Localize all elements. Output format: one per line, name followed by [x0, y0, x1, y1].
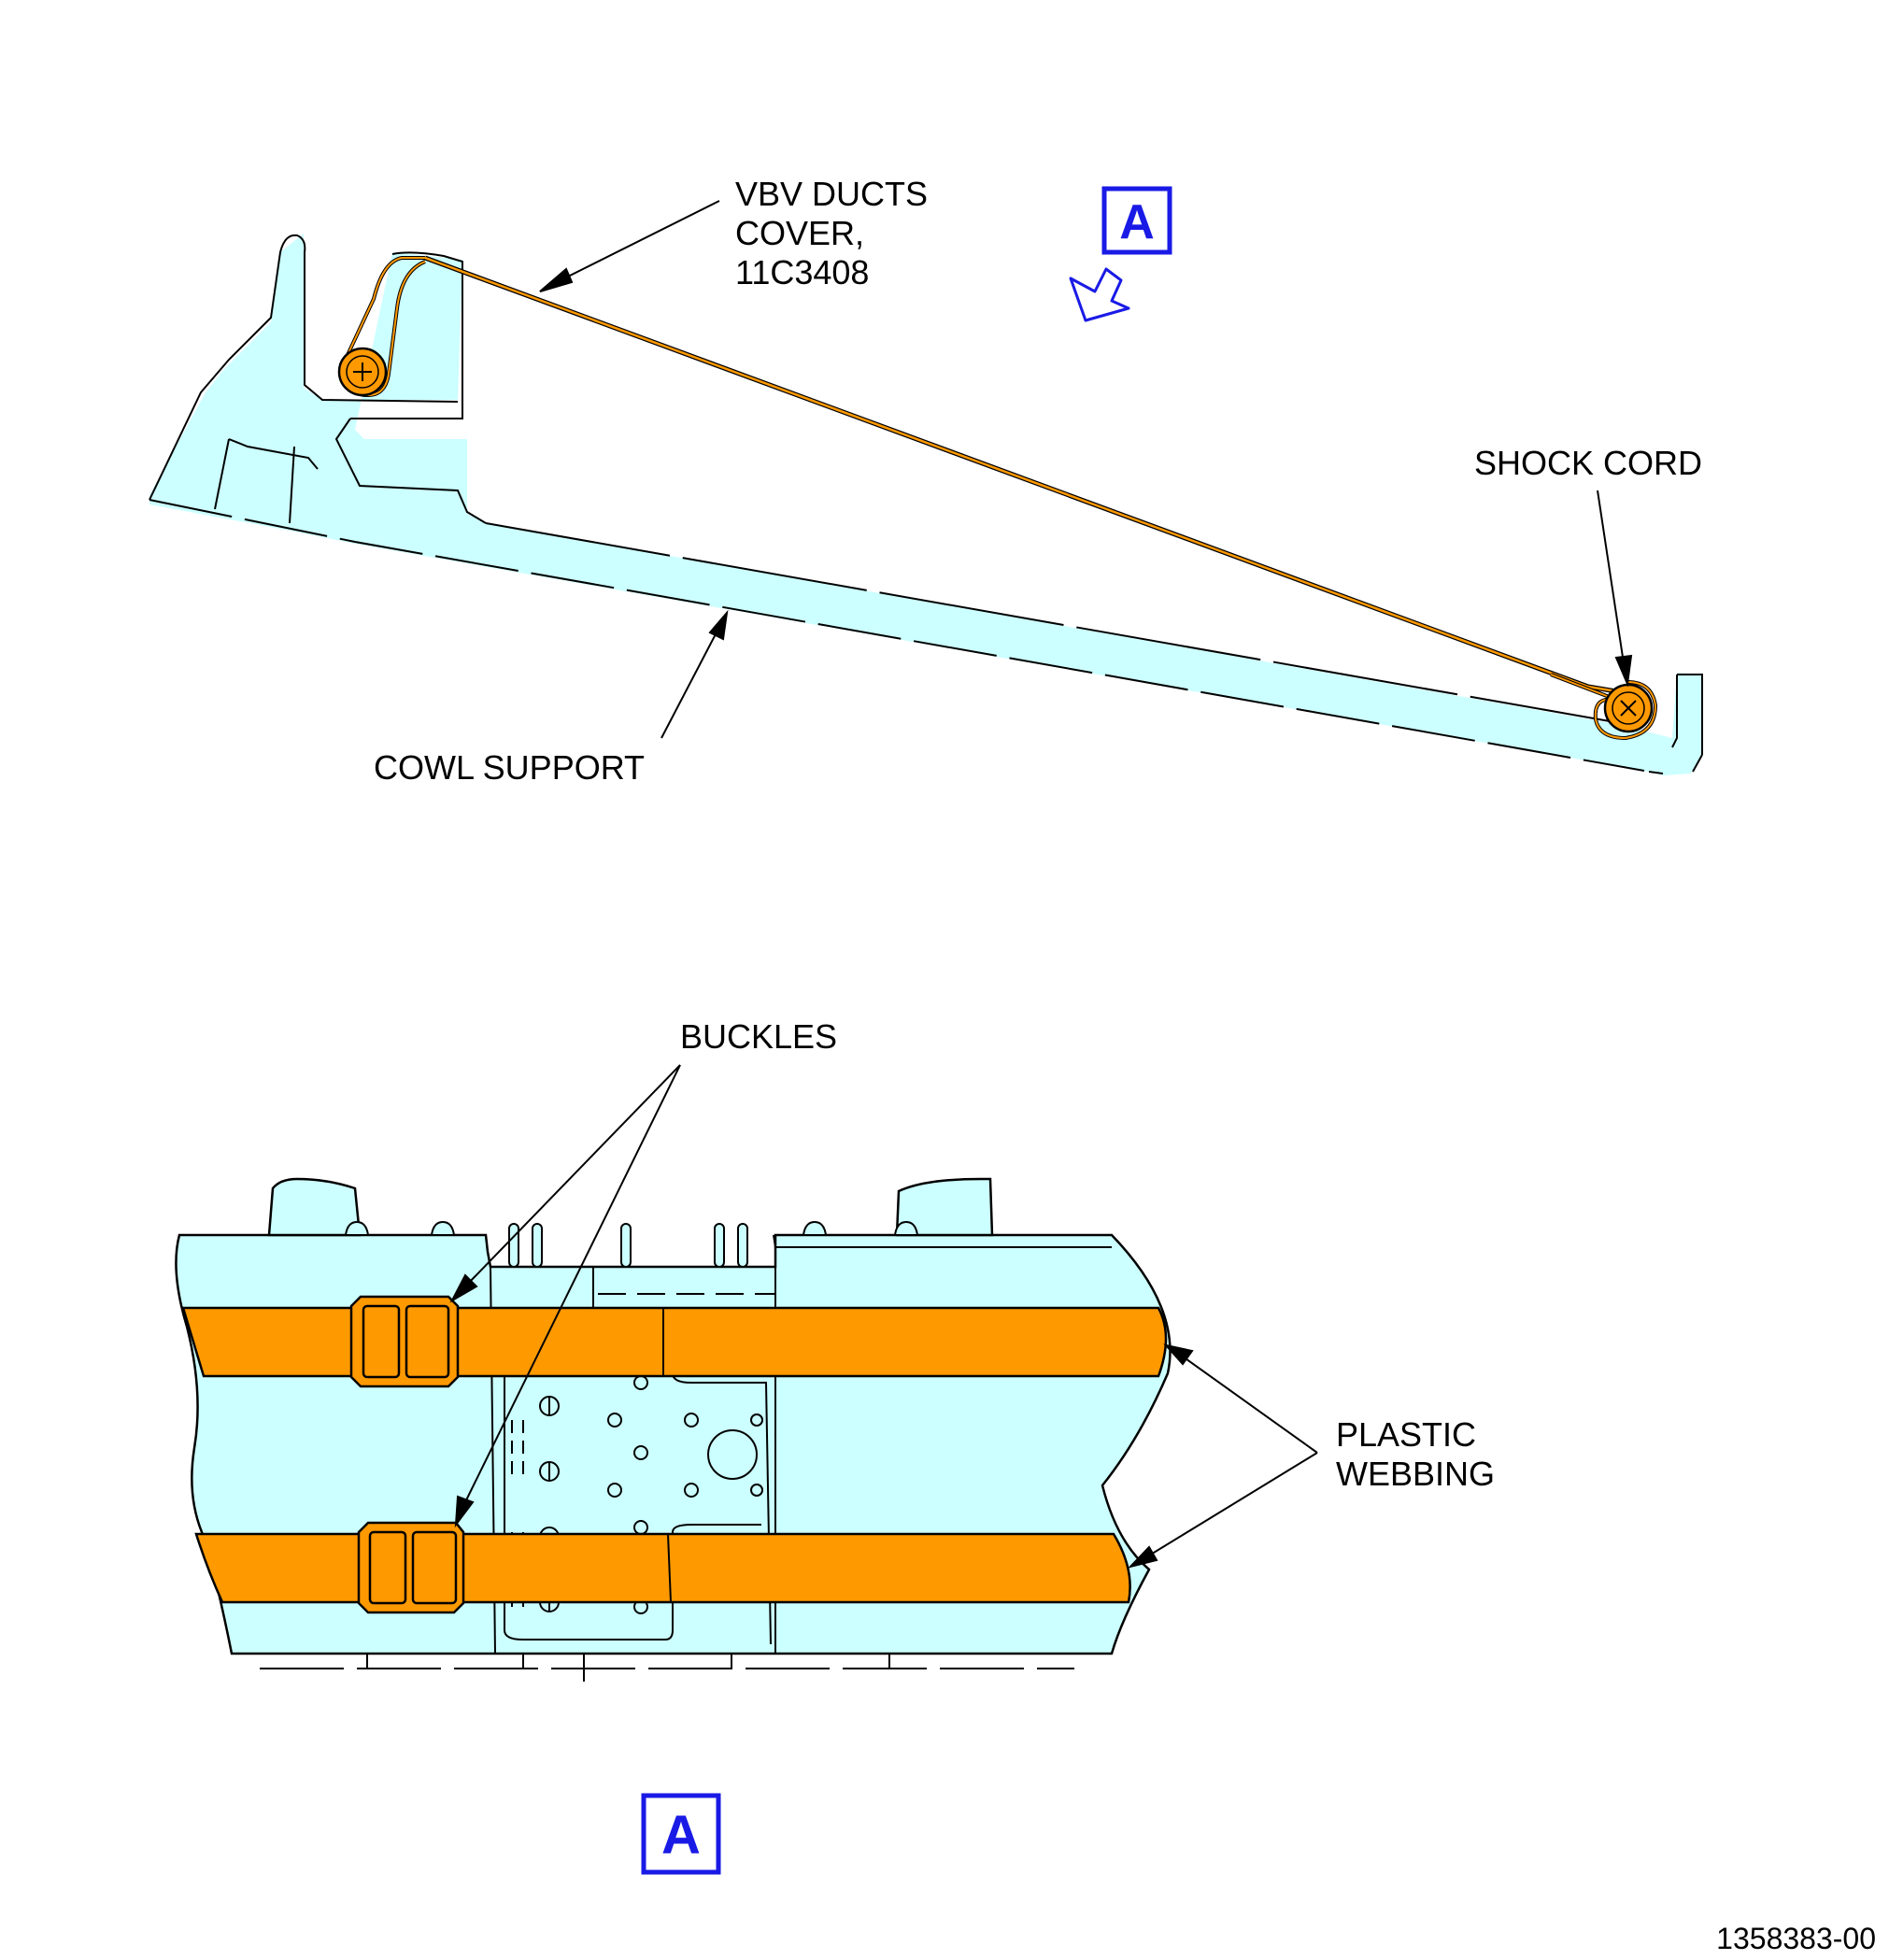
plastic-webbing-upper	[181, 1306, 1168, 1378]
section-view: VBV DUCTS COVER, 11C3408 SHOCK CORD COWL…	[149, 175, 1703, 787]
cowl-support-label: COWL SUPPORT	[374, 748, 645, 787]
top-fasteners	[344, 1220, 919, 1268]
top-boss-right	[895, 1177, 994, 1237]
cowl-support	[149, 234, 1702, 775]
view-direction-arrow-icon	[1069, 267, 1130, 322]
buckle-lower	[357, 1521, 465, 1614]
figure-number: 1358383-00	[1716, 1922, 1876, 1955]
plastic-webbing-lower	[194, 1532, 1131, 1604]
vbv-ducts-cover-label: VBV DUCTS COVER, 11C3408	[735, 175, 937, 291]
svg-text:A: A	[661, 1805, 701, 1866]
shock-cord-left	[337, 347, 388, 397]
svg-text:A: A	[1119, 195, 1155, 249]
bottom-centerline	[260, 1654, 1074, 1682]
buckles-label: BUCKLES	[680, 1017, 837, 1056]
section-leaders	[539, 200, 1633, 739]
top-boss-left	[267, 1177, 362, 1237]
shock-cord-label: SHOCK CORD	[1474, 444, 1702, 482]
shock-cord-right	[1603, 683, 1654, 733]
view-a-marker-bottom: A	[641, 1793, 721, 1875]
view-a-marker-top: A	[1069, 186, 1172, 322]
view-a-leaders	[449, 1064, 1318, 1569]
plastic-webbing-label: PLASTIC WEBBING	[1336, 1415, 1495, 1493]
buckle-upper	[349, 1295, 460, 1388]
view-a-detail: BUCKLES PLASTIC WEBBING A	[175, 1017, 1495, 1875]
vbv-ducts-cover	[342, 255, 1658, 741]
cowl-support-outline	[149, 234, 1703, 774]
